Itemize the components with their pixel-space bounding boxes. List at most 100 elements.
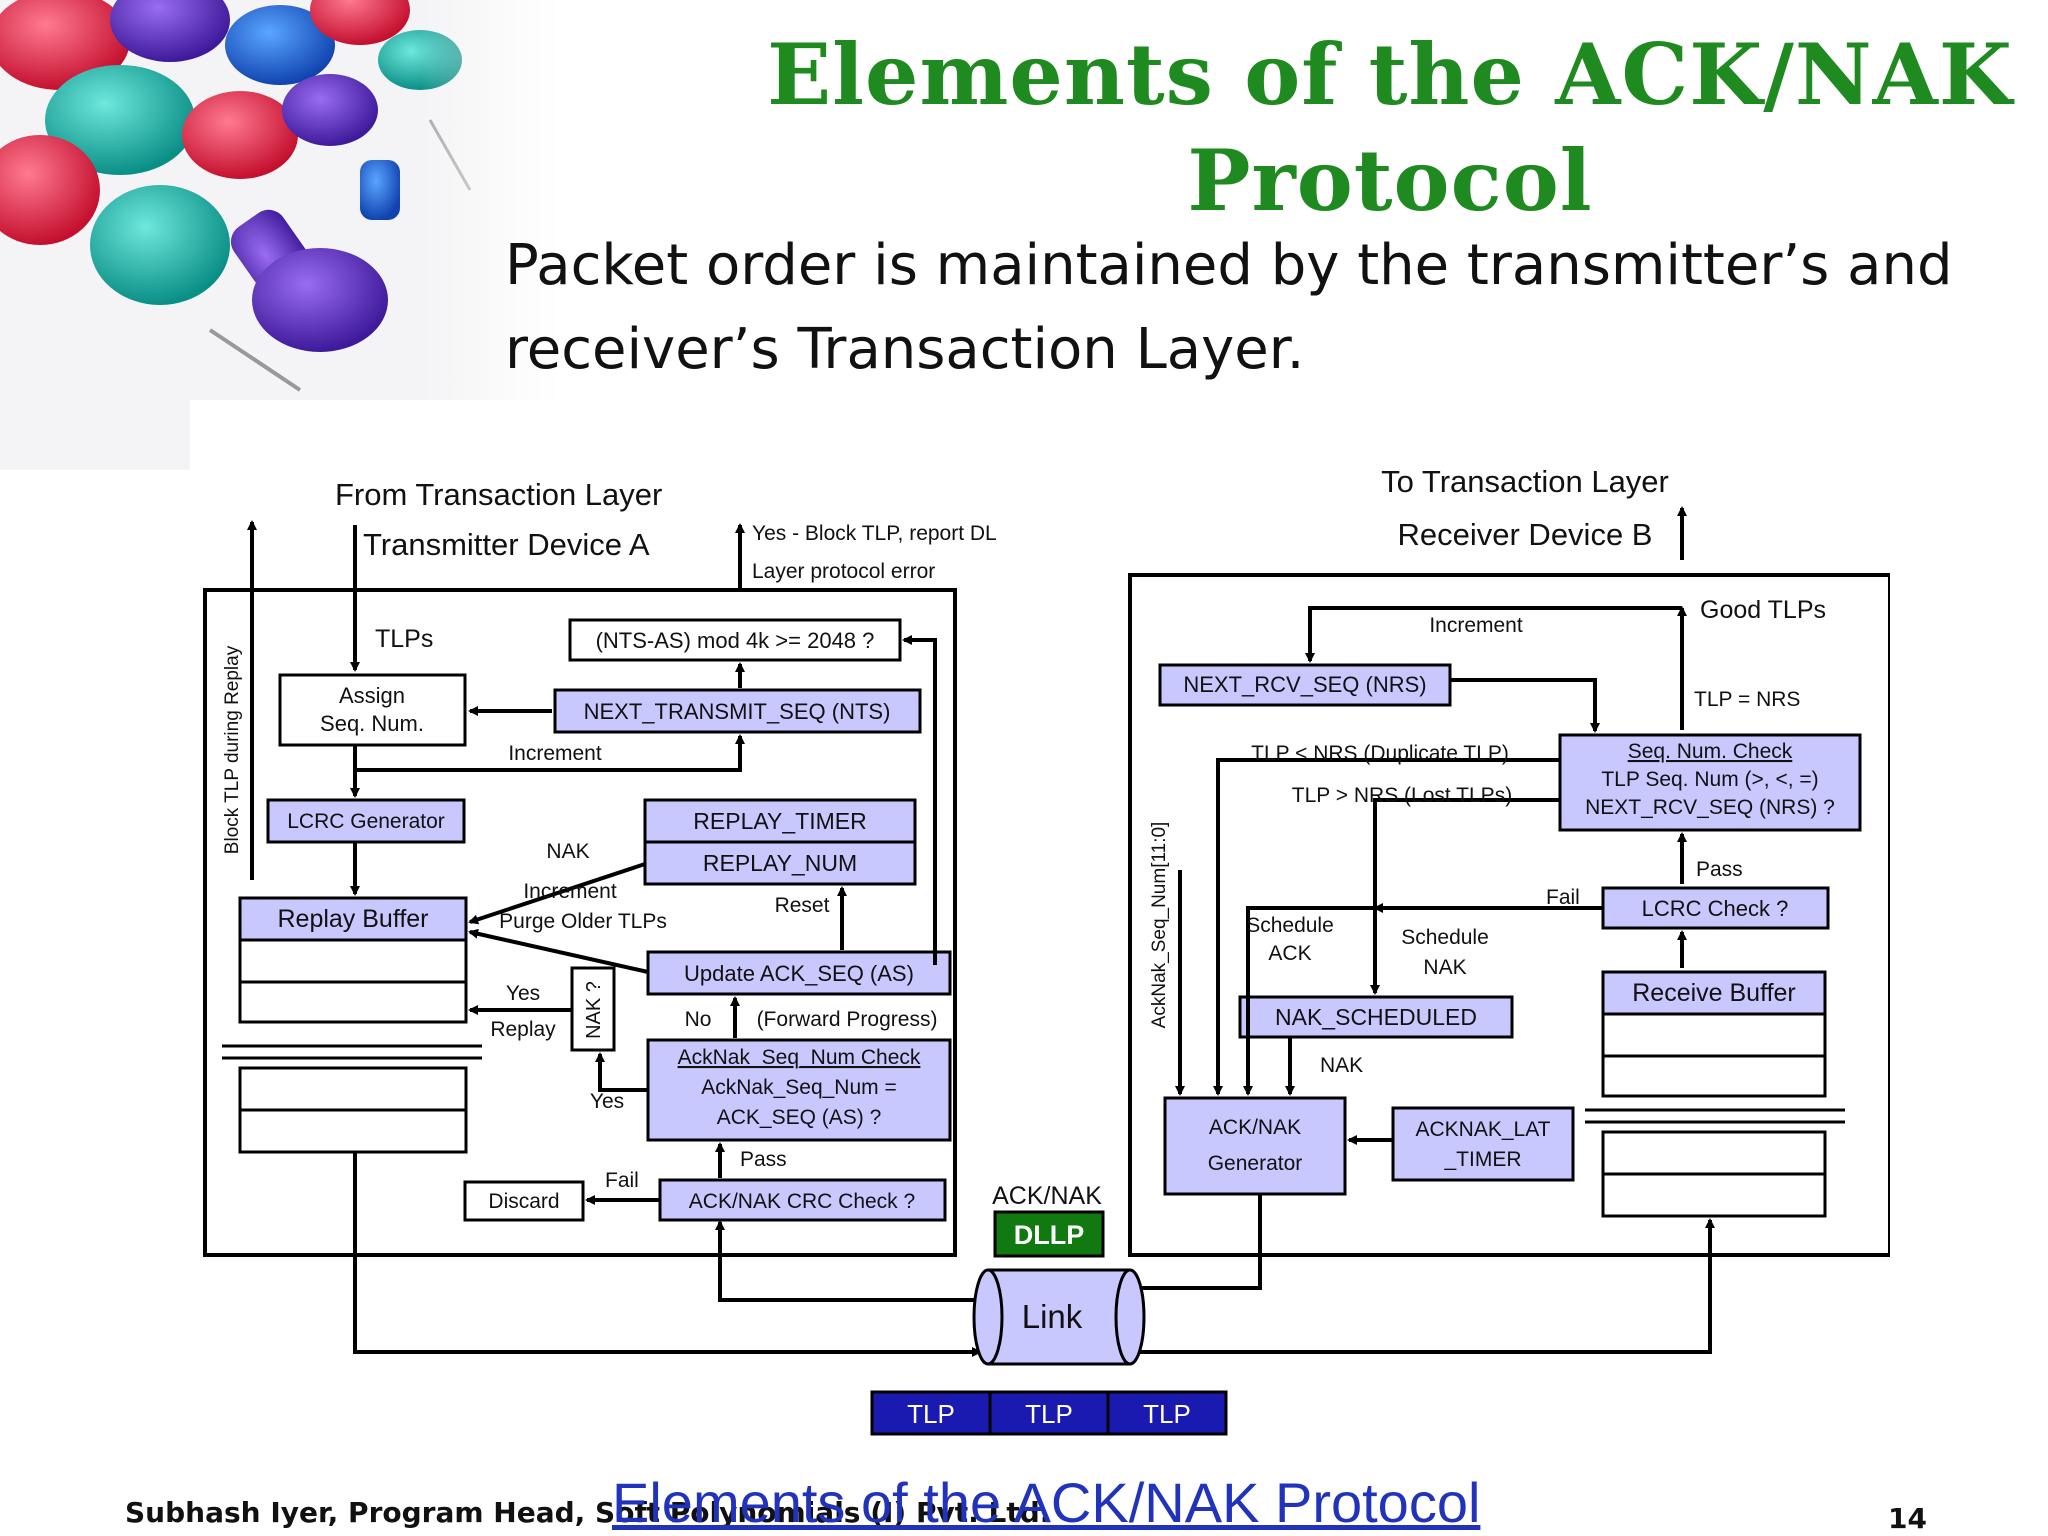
seq-check-label-2: TLP Seq. Num (>, <, =) [1601, 768, 1818, 791]
tlp-lt-label: TLP < NRS (Duplicate TLP) [1251, 742, 1509, 765]
schedule-nak-label-2: NAK [1423, 956, 1466, 979]
schedule-ack-label-2: ACK [1268, 942, 1311, 965]
acknak-check-label-2: AckNak_Seq_Num = [701, 1076, 897, 1099]
from-transaction-layer-label: From Transaction Layer [335, 477, 662, 512]
tlp-label: TLP [907, 1399, 955, 1429]
tlp-label: TLP [1025, 1399, 1073, 1429]
pass-label-rx: Pass [1696, 858, 1743, 881]
seq-check-label-3: NEXT_RCV_SEQ (NRS) ? [1585, 796, 1835, 819]
acknak-generator-box [1163, 1096, 1347, 1196]
purge-label: Purge Older TLPs [499, 910, 667, 933]
receiver-frame [1128, 573, 1890, 1257]
lcrc-generator-label: LCRC Generator [287, 810, 445, 833]
schedule-ack-label-1: Schedule [1246, 914, 1334, 937]
replay-buffer-slot [238, 938, 468, 984]
yes-block-label-1: Yes - Block TLP, report DL [752, 522, 997, 545]
schedule-nak-label-1: Schedule [1401, 926, 1489, 949]
tlps-label: TLPs [375, 625, 433, 653]
lcrc-generator-box [266, 798, 466, 844]
tlp-label: TLP [1143, 1399, 1191, 1429]
next-transmit-seq-box [553, 688, 922, 734]
replay-num-label: REPLAY_NUM [703, 850, 857, 876]
update-ack-seq-box [646, 950, 952, 996]
nak-scheduled-label: NAK_SCHEDULED [1275, 1004, 1477, 1030]
pass-label: Pass [740, 1148, 787, 1171]
receiver-device-label: Receiver Device B [1398, 517, 1653, 552]
to-transaction-layer-label: To Transaction Layer [1381, 464, 1669, 499]
replay-buffer-slot [238, 1108, 468, 1154]
replay-buffer-slot [238, 980, 468, 1024]
block-tlp-side-label: Block TLP during Replay [222, 645, 243, 854]
replay-buffer-label: Replay Buffer [277, 905, 428, 933]
acknak-seq-side-label: AckNak_Seq_Num[11:0] [1149, 822, 1170, 1029]
footer-link[interactable]: Elements of the ACK/NAK Protocol [612, 1471, 1481, 1534]
nak-label-rx: NAK [1320, 1054, 1363, 1077]
slide-subtitle-line-2: receiver’s Transaction Layer. [505, 317, 1305, 382]
slide-title-line-1: Elements of the ACK/NAK [767, 25, 2013, 124]
nak-question-label: NAK ? [583, 981, 605, 1039]
slide-title-line-2: Protocol [1187, 131, 1593, 230]
tlp-stream [870, 1390, 1228, 1436]
receive-buffer-slot [1601, 1012, 1827, 1058]
increment-label: Increment [508, 742, 602, 765]
assign-seq-box [278, 673, 467, 747]
lcrc-check-label: LCRC Check ? [1642, 896, 1789, 921]
transmitter-frame [203, 588, 957, 1257]
acknak-seq-check-box [646, 1038, 952, 1142]
no-label: No [685, 1008, 712, 1031]
footer-author: Subhash Iyer, Program Head, Soft Polynom… [125, 1496, 1051, 1529]
acknak-check-label-3: ACK_SEQ (AS) ? [717, 1106, 882, 1129]
replay-timer-box [643, 798, 917, 844]
tlp-gt-label: TLP > NRS (Lost TLPs) [1292, 784, 1512, 807]
yes-block-label-2: Layer protocol error [752, 560, 935, 583]
transmitter-device-label: Transmitter Device A [363, 527, 650, 562]
acknak-lat-timer-box [1391, 1106, 1575, 1182]
acknak-check-label-1: AckNak_Seq_Num Check [678, 1046, 921, 1069]
replay-buffer-header [238, 896, 468, 942]
reset-label: Reset [775, 894, 830, 917]
link-cylinder [972, 1268, 1146, 1366]
acknak-crc-check-box [658, 1178, 947, 1222]
yes-replay-label-2: Replay [490, 1018, 556, 1041]
next-transmit-seq-label: NEXT_TRANSMIT_SEQ (NTS) [584, 699, 891, 724]
forward-progress-label: (Forward Progress) [757, 1008, 938, 1031]
receive-buffer-label: Receive Buffer [1632, 979, 1796, 1007]
acknak-dllp-caption: ACK/NAK [992, 1182, 1102, 1210]
next-rcv-seq-label: NEXT_RCV_SEQ (NRS) [1183, 672, 1426, 697]
nak-label: NAK [546, 840, 589, 863]
receive-buffer-slot [1601, 1172, 1827, 1218]
replay-num-box [643, 840, 917, 886]
discard-box [463, 1180, 585, 1222]
assign-label-2: Seq. Num. [320, 711, 424, 736]
generator-label-2: Generator [1208, 1152, 1303, 1175]
dllp-label: DLLP [1014, 1220, 1085, 1250]
increment2-label: Increment [523, 880, 617, 903]
nts-check-box [568, 618, 902, 662]
slide-subtitle-line-1: Packet order is maintained by the transm… [505, 233, 1953, 298]
increment-label-rx: Increment [1429, 614, 1523, 637]
ack-nak-protocol-diagram: From Transaction Layer Transmitter Devic… [203, 464, 1890, 1436]
link-label: Link [1022, 1298, 1083, 1335]
seq-num-check-box [1558, 733, 1862, 832]
lcrc-check-box [1601, 886, 1830, 930]
dllp-badge [993, 1210, 1105, 1258]
seq-check-label-1: Seq. Num. Check [1628, 740, 1793, 763]
fail-label-rx: Fail [1546, 886, 1580, 909]
nak-scheduled-box [1238, 995, 1514, 1039]
next-rcv-seq-box [1158, 663, 1452, 707]
acknak-crc-check-label: ACK/NAK CRC Check ? [689, 1190, 915, 1213]
receive-buffer-slot [1601, 1054, 1827, 1098]
acknak-lat-label-2: _TIMER [1443, 1148, 1521, 1171]
generator-label-1: ACK/NAK [1209, 1116, 1301, 1139]
assign-label-1: Assign [339, 683, 405, 708]
push-pins-decoration [0, 0, 560, 470]
acknak-lat-label-1: ACKNAK_LAT [1416, 1118, 1551, 1141]
replay-timer-label: REPLAY_TIMER [693, 808, 866, 834]
page-number: 14 [1888, 1502, 1927, 1535]
nak-decision-box [570, 966, 616, 1052]
discard-label: Discard [488, 1190, 559, 1213]
replay-buffer-slot [238, 1066, 468, 1112]
good-tlps-label: Good TLPs [1700, 596, 1826, 624]
yes-replay-label-1: Yes [506, 982, 540, 1005]
nts-check-label: (NTS-AS) mod 4k >= 2048 ? [596, 628, 875, 653]
